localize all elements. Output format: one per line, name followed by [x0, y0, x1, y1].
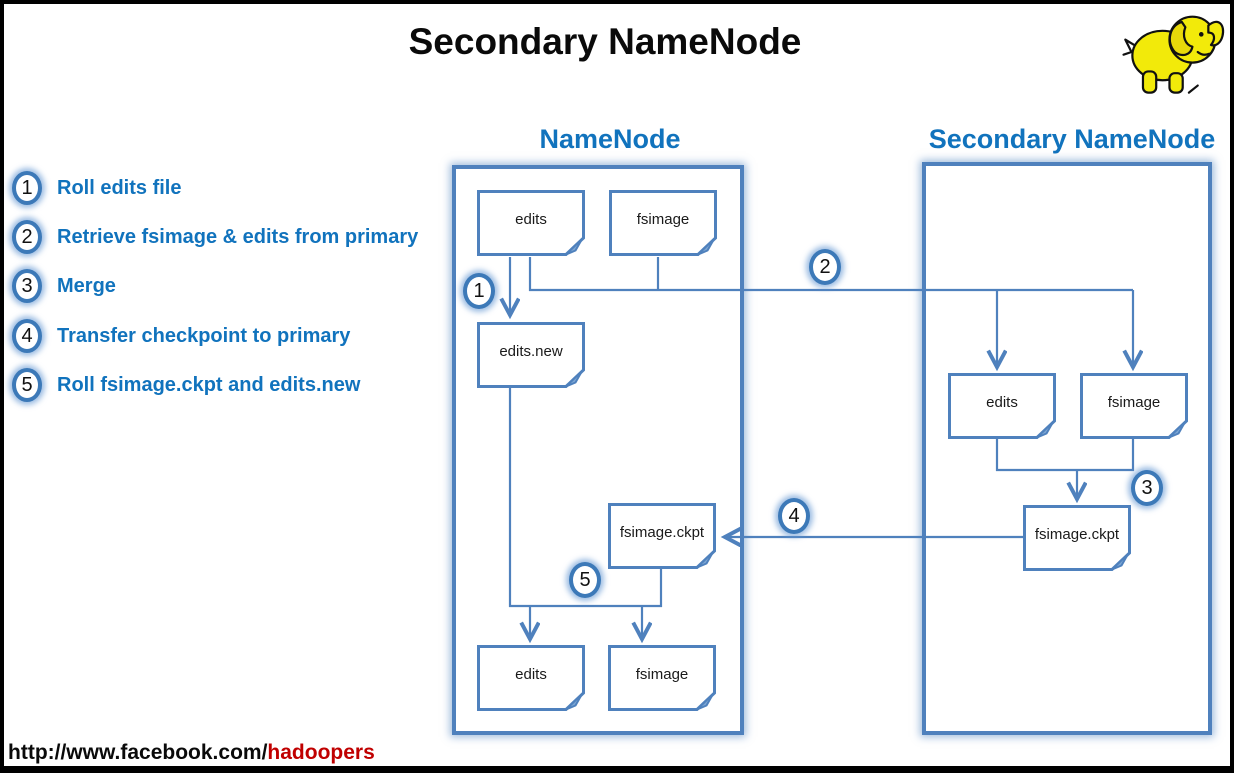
legend-text-2: Retrieve fsimage & edits from primary [57, 225, 419, 248]
file-label: fsimage [636, 210, 690, 228]
file-nn-edits-new: edits.new [477, 322, 585, 388]
file-label: edits [515, 210, 547, 228]
file-nn-edits-top: edits [477, 190, 585, 256]
legend-badge-5: 5 [12, 368, 42, 402]
legend-badge-2: 2 [12, 220, 42, 254]
file-label: fsimage.ckpt [619, 523, 705, 541]
namenode-heading: NameNode [539, 124, 681, 154]
flow-badge-2: 2 [809, 249, 841, 285]
legend-item-5: 5 Roll fsimage.ckpt and edits.new [12, 367, 360, 403]
file-label: fsimage [635, 665, 689, 683]
secondary-namenode-container [922, 162, 1212, 735]
file-sn-fsimage: fsimage [1080, 373, 1188, 439]
file-label: fsimage [1107, 393, 1161, 411]
file-label: edits [986, 393, 1018, 411]
legend-text-4: Transfer checkpoint to primary [57, 324, 351, 347]
file-sn-fsimage-ckpt: fsimage.ckpt [1023, 505, 1131, 571]
legend-item-4: 4 Transfer checkpoint to primary [12, 318, 350, 354]
legend-text-1: Roll edits file [57, 176, 182, 199]
secondary-namenode-heading: Secondary NameNode [928, 124, 1216, 154]
footer-url-prefix: http://www.facebook.com/ [8, 741, 268, 764]
hadoop-elephant-logo [1122, 15, 1225, 94]
legend-item-1: 1 Roll edits file [12, 170, 181, 206]
file-label: fsimage.ckpt [1034, 525, 1120, 543]
namenode-container [452, 165, 744, 735]
flow-badge-5: 5 [569, 562, 601, 598]
legend-item-3: 3 Merge [12, 268, 116, 304]
legend-badge-1: 1 [12, 171, 42, 205]
file-nn-fsimage-ckpt: fsimage.ckpt [608, 503, 716, 569]
page-title: Secondary NameNode [408, 21, 802, 62]
flow-badge-3: 3 [1131, 470, 1163, 506]
legend-badge-4: 4 [12, 319, 42, 353]
flow-badge-1: 1 [463, 273, 495, 309]
file-sn-edits: edits [948, 373, 1056, 439]
legend-text-3: Merge [57, 274, 116, 297]
legend-text-5: Roll fsimage.ckpt and edits.new [57, 373, 361, 396]
file-label: edits.new [499, 342, 563, 360]
footer-url-highlight: hadoopers [267, 741, 375, 764]
flow-badge-4: 4 [778, 498, 810, 534]
legend-item-2: 2 Retrieve fsimage & edits from primary [12, 219, 418, 255]
file-label: edits [515, 665, 547, 683]
file-nn-fsimage-top: fsimage [609, 190, 717, 256]
legend-badge-3: 3 [12, 269, 42, 303]
file-nn-fsimage-bottom: fsimage [608, 645, 716, 711]
file-nn-edits-bottom: edits [477, 645, 585, 711]
footer-url: http://www.facebook.com/hadoopers [8, 741, 375, 765]
